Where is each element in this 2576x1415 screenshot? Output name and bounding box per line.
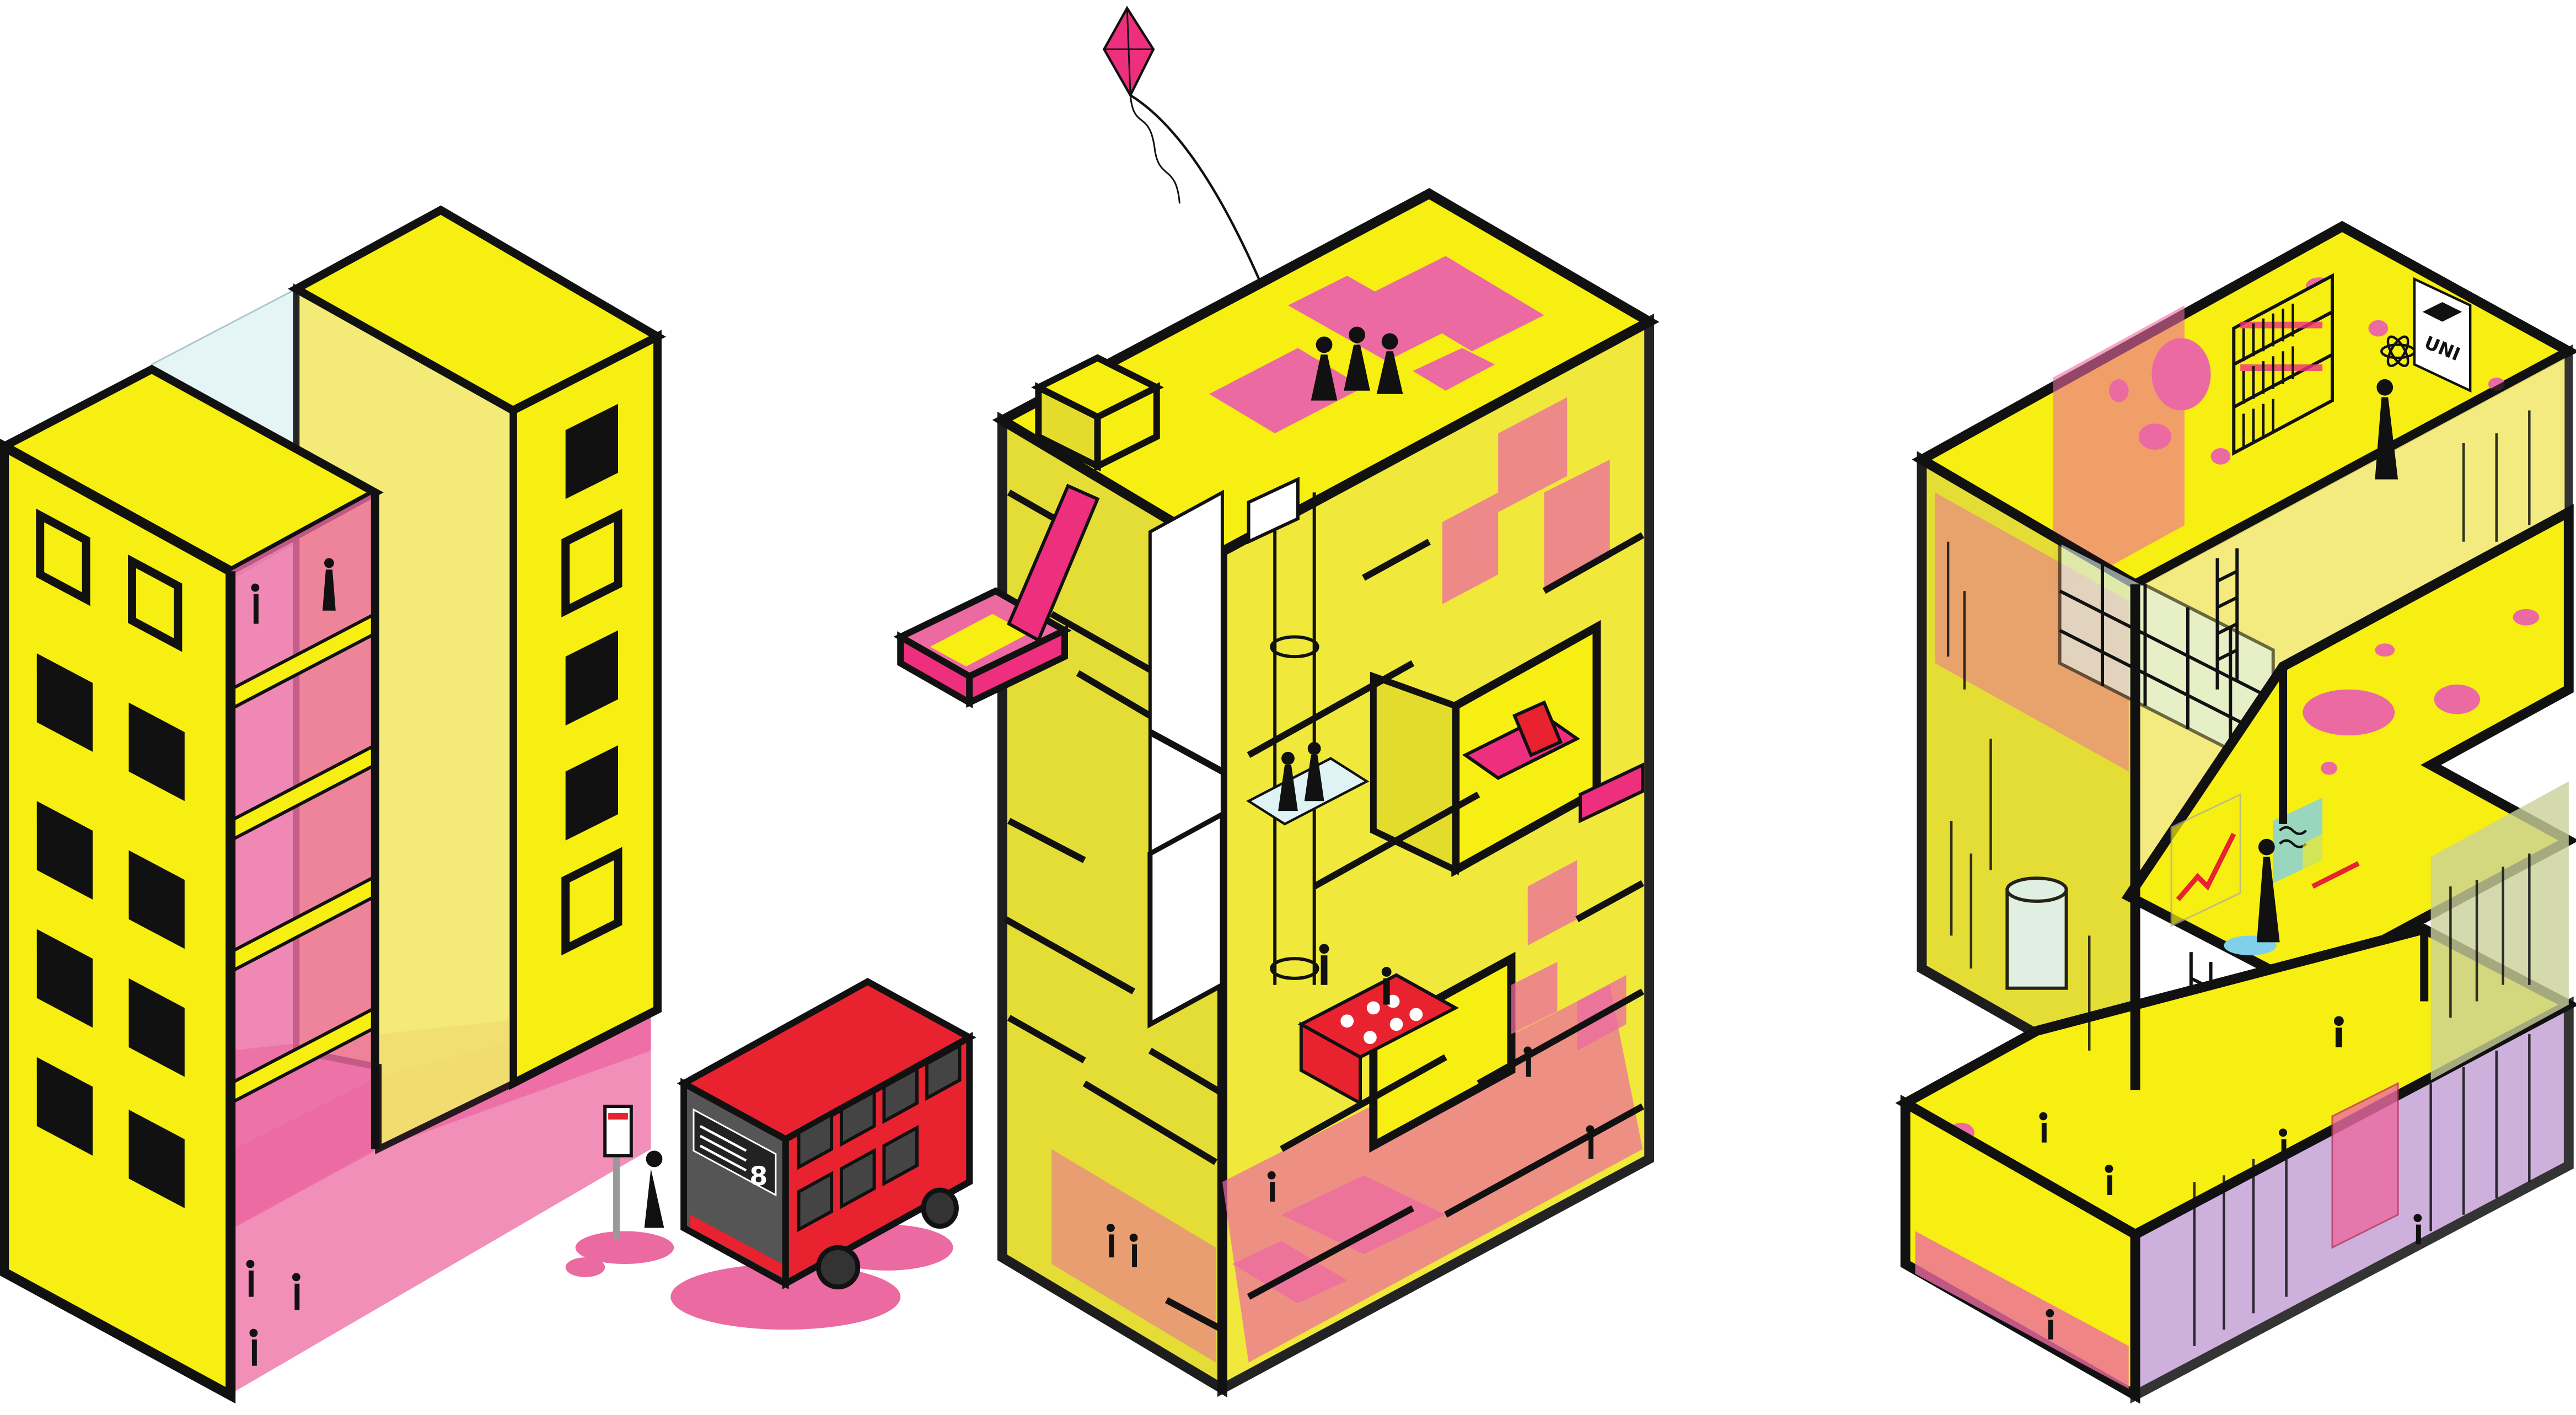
person-icon [2039,379,2422,1340]
dining-room [1369,951,1516,1153]
double-decker-bus-icon: 8 [670,978,976,1330]
hatch-lines [1946,410,2531,1346]
front-tower-front [0,438,236,1404]
back-tower-top [287,205,666,415]
ground-pink [1222,984,1643,1363]
atom-icon [2380,335,2416,367]
building-middle [893,6,1660,1398]
front-tower-windows [36,508,185,1208]
bus-wheel [921,1187,959,1229]
person-icon [1106,326,1595,1267]
person-icon [644,1169,664,1228]
upper-pink-panel [2053,305,2185,598]
front-tower-side [230,492,375,1228]
presentation-screens [2170,793,2365,956]
uni-sign: UNI [2413,277,2472,393]
bus-wheel [815,1245,861,1290]
grid-window [2058,539,2275,774]
facade-line-pattern [1003,489,1645,1333]
middle-pink-dots [2303,609,2540,775]
back-tower-windows [561,403,622,956]
building-right: UNI [1895,220,2576,1404]
staircase [1006,483,1100,643]
building-left [0,205,666,1404]
bookshelf [2232,273,2334,456]
person-icon [246,558,336,1366]
bus-number: 8 [749,1161,768,1192]
bus-stop [565,1105,674,1277]
